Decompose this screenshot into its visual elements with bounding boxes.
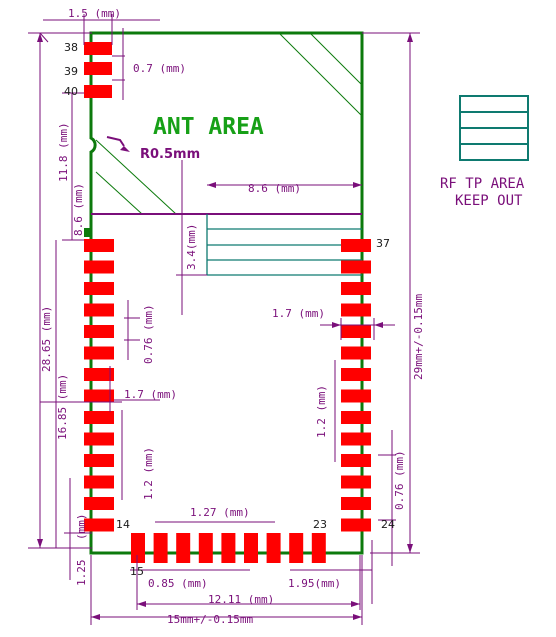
- dimension-lines: [28, 14, 420, 625]
- dim-left-11-8: 11.8 (mm): [57, 122, 70, 182]
- pin-label-40: 40: [64, 85, 78, 98]
- pad-top-2: [84, 62, 112, 75]
- pad-bottom-2: [153, 533, 168, 563]
- pad-bottom-4: [198, 533, 213, 563]
- dim-left-28-65: 28.65 (mm): [40, 306, 53, 372]
- rf-keepout-legend: [459, 95, 529, 161]
- pad-top-3: [84, 85, 112, 98]
- dim-left-pad-length: 1.7 (mm): [124, 388, 177, 401]
- pin-label-38: 38: [64, 41, 78, 54]
- pad-right-5: [341, 325, 371, 338]
- pin-label-37: 37: [376, 237, 390, 250]
- dim-keepout-height: 3.4(mm): [185, 224, 198, 270]
- pad-right-12: [341, 475, 371, 489]
- pad-bottom-6: [244, 533, 258, 563]
- dim-bottom-pad-width: 0.85 (mm): [148, 577, 208, 590]
- antenna-area-label: ANT AREA: [153, 114, 264, 140]
- dim-right-pitch: 1.2 (mm): [315, 385, 328, 438]
- dim-right-pad-width: 0.76 (mm): [393, 450, 406, 510]
- pad-bottom-5: [221, 533, 236, 563]
- pad-left-5: [84, 325, 114, 338]
- pad-right-3: [341, 282, 371, 295]
- dim-left-1-25: 1.25: [75, 560, 88, 587]
- pad-right-10: [341, 432, 371, 446]
- pad-left-14: [84, 518, 114, 532]
- pad-left-11: [84, 454, 114, 467]
- pad-right-1: [341, 239, 371, 252]
- right-pad-column: [341, 239, 371, 532]
- dim-right-pad-length: 1.7 (mm): [272, 307, 325, 320]
- dim-total-height: 29mm+/-0.15mm: [412, 294, 425, 380]
- pad-bottom-9: [311, 533, 326, 563]
- pad-right-6: [341, 346, 371, 360]
- legend-line-1: RF TP AREA: [440, 176, 525, 192]
- pad-right-14: [341, 518, 371, 532]
- pin-label-15: 15: [130, 565, 144, 578]
- pin-label-24: 24: [381, 518, 395, 531]
- rf-keepout-area: [206, 214, 362, 276]
- pad-left-12: [84, 475, 114, 489]
- dim-total-width: 15mm+/-0.15mm: [167, 613, 253, 626]
- pad-right-11: [341, 454, 371, 467]
- pin-label-23: 23: [313, 518, 327, 531]
- pad-right-9: [341, 411, 371, 424]
- pad-right-8: [341, 389, 371, 403]
- dim-bottom-pitch: 1.27 (mm): [190, 506, 250, 519]
- dim-left-8-6: 8.6 (mm): [72, 183, 85, 236]
- pin-label-39: 39: [64, 65, 78, 78]
- pad-left-2: [84, 260, 114, 274]
- bottom-pad-row: [131, 533, 326, 563]
- dim-bottom-right-gap: 1.95(mm): [288, 577, 341, 590]
- pad-bottom-8: [289, 533, 304, 563]
- dim-bottom-row-span: 12.11 (mm): [208, 593, 274, 606]
- pad-left-6: [84, 346, 114, 360]
- radius-label: R0.5mm: [140, 147, 200, 162]
- board-outline: [89, 31, 364, 555]
- legend-line-2: KEEP OUT: [455, 193, 523, 209]
- pad-bottom-1: [131, 533, 145, 563]
- pad-bottom-3: [176, 533, 191, 563]
- pad-right-7: [341, 368, 371, 381]
- dim-left-16-85: 16.85 (mm): [56, 374, 69, 440]
- pad-left-1: [84, 239, 114, 252]
- dim-pad-width-top: 0.7 (mm): [133, 62, 186, 75]
- pad-right-13: [341, 497, 371, 510]
- dim-keepout-width: 8.6 (mm): [248, 182, 301, 195]
- dim-left-bottom-mm: (mm): [75, 514, 88, 541]
- radius-leader: [106, 136, 130, 152]
- pad-right-4: [341, 303, 371, 317]
- pad-left-9: [84, 411, 114, 424]
- dimension-arrowheads: [37, 33, 413, 620]
- dim-left-pitch: 1.2 (mm): [142, 447, 155, 500]
- pad-right-2: [341, 260, 371, 274]
- pin1-marker: [84, 228, 92, 237]
- pad-left-3: [84, 282, 114, 295]
- top-left-pad-group: [84, 42, 112, 98]
- pad-left-7: [84, 368, 114, 381]
- dim-pad-pitch-top: 1.5 (mm): [68, 7, 121, 20]
- pad-left-4: [84, 303, 114, 317]
- pad-top-1: [84, 42, 112, 55]
- left-pad-column: [84, 228, 114, 532]
- pad-left-8: [84, 389, 114, 403]
- pad-left-10: [84, 432, 114, 446]
- pad-left-13: [84, 497, 114, 510]
- pin-label-14: 14: [116, 518, 130, 531]
- dim-left-pad-width: 0.76 (mm): [142, 304, 155, 364]
- pad-bottom-7: [266, 533, 281, 563]
